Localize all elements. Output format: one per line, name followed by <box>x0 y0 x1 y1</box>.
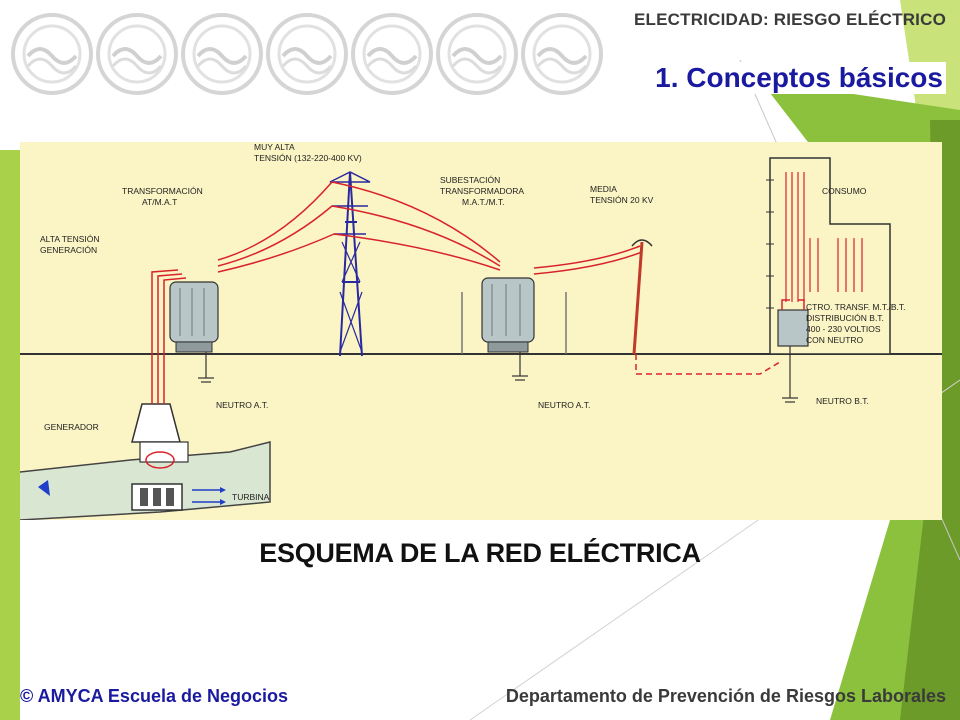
cable-generation <box>157 273 183 404</box>
distribution-transformer <box>777 309 809 347</box>
building-wiring <box>785 172 805 302</box>
underground-cable <box>635 354 781 375</box>
header-title: ELECTRICIDAD: RIESGO ELÉCTRICO <box>633 10 946 29</box>
label-ctro-transf: CTRO. TRANSF. M.T./B.T. <box>806 302 906 312</box>
header-subtitle: 1. Conceptos básicos <box>652 62 946 94</box>
cable-mat <box>217 205 501 267</box>
transformer-base <box>175 341 213 353</box>
turbine-blade <box>153 488 161 506</box>
bg-green-dark-shape <box>900 120 960 720</box>
transformer-substation <box>481 277 535 343</box>
electric-network-diagram: MUY ALTA TENSIÓN (132-220-400 KV) TRANSF… <box>20 142 942 520</box>
label-distribucion: DISTRIBUCIÓN B.T. <box>806 313 884 323</box>
ambiente-calidad-logo <box>436 13 518 95</box>
label-consumo: CONSUMO <box>822 186 867 196</box>
bg-green-left-strip <box>0 150 20 720</box>
arrowhead-icon <box>220 487 226 493</box>
label-mat-mt: M.A.T./M.T. <box>462 197 505 207</box>
label-transformacion: TRANSFORMACIÓN <box>122 186 203 196</box>
cable-mat <box>217 181 501 263</box>
mt-pole <box>632 241 644 355</box>
turbine-blade <box>140 488 148 506</box>
label-media: MEDIA <box>590 184 617 194</box>
ambiente-calidad-logo <box>521 13 603 95</box>
ambiente-calidad-logo <box>96 13 178 95</box>
label-neutro-at-2: NEUTRO A.T. <box>538 400 590 410</box>
label-subestacion: SUBESTACIÓN <box>440 175 500 185</box>
water-channel <box>20 441 271 520</box>
transmission-tower <box>339 171 363 357</box>
cable-generation <box>163 277 187 404</box>
label-alta-tension: ALTA TENSIÓN <box>40 234 100 244</box>
label-turbina: TURBINA <box>232 492 270 502</box>
turbine-blade <box>166 488 174 506</box>
transformer-at-mat <box>169 281 219 343</box>
label-muy-alta-tension: TENSIÓN (132-220-400 KV) <box>254 153 362 163</box>
label-neutro-at-1: NEUTRO A.T. <box>216 400 268 410</box>
cable-mat <box>217 233 501 273</box>
label-muy-alta: MUY ALTA <box>254 142 295 152</box>
building-wiring <box>809 238 863 292</box>
label-media-tension: TENSIÓN 20 KV <box>590 195 654 205</box>
ambiente-calidad-logo <box>181 13 263 95</box>
label-con-neutro: CON NEUTRO <box>806 335 864 345</box>
ambiente-calidad-logo <box>351 13 433 95</box>
pole-insulator <box>631 239 653 247</box>
water-flow-arrow-icon <box>38 480 50 496</box>
label-at-mat: AT/M.A.T <box>142 197 177 207</box>
footer-department: Departamento de Prevención de Riesgos La… <box>505 686 946 706</box>
logo-row <box>10 8 610 108</box>
transformer-base <box>487 341 529 353</box>
ct-wiring <box>781 299 805 310</box>
cable-generation <box>151 269 179 404</box>
cable-mt <box>533 251 643 275</box>
label-generacion: GENERACIÓN <box>40 245 97 255</box>
footer-company: © AMYCA Escuela de Negocios <box>20 686 288 706</box>
arrowhead-icon <box>220 499 226 505</box>
tower-bracing <box>339 241 363 353</box>
cable-mt <box>533 245 641 269</box>
ambiente-calidad-logo <box>11 13 93 95</box>
label-transformadora: TRANSFORMADORA <box>440 186 524 196</box>
label-neutro-bt: NEUTRO B.T. <box>816 396 869 406</box>
rotation-arrow-icon <box>145 451 175 469</box>
diagram-caption: ESQUEMA DE LA RED ELÉCTRICA <box>259 538 701 568</box>
tower-top <box>329 171 371 183</box>
label-voltios: 400 - 230 VOLTIOS <box>806 324 881 334</box>
ambiente-calidad-logo <box>266 13 348 95</box>
label-generador: GENERADOR <box>44 422 99 432</box>
consumer-building <box>769 157 891 355</box>
